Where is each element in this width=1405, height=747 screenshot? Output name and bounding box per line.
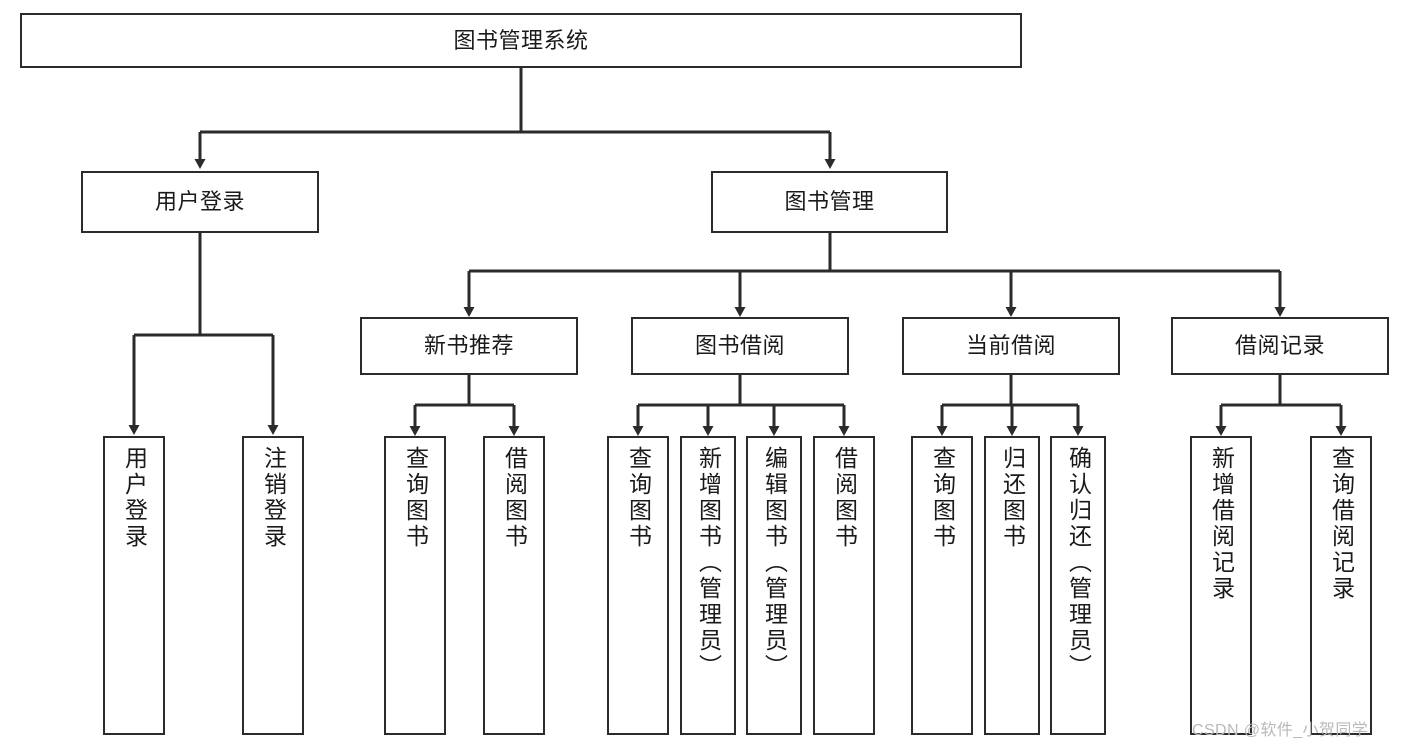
leaf-user-login[interactable]: 用户登录: [103, 436, 165, 735]
leaf-query-book-borrow-label: 查询图书: [625, 446, 652, 550]
leaf-query-book-recommend-label: 查询图书: [402, 446, 429, 550]
leaf-query-borrow-record-label: 查询借阅记录: [1328, 446, 1355, 602]
leaf-edit-book-admin-label: 编辑图书（管理员）: [761, 446, 788, 680]
leaf-edit-book-admin[interactable]: 编辑图书（管理员）: [746, 436, 802, 735]
leaf-query-book-borrow[interactable]: 查询图书: [607, 436, 669, 735]
leaf-borrow-book-recommend[interactable]: 借阅图书: [483, 436, 545, 735]
leaf-user-login-label: 用户登录: [121, 446, 148, 550]
node-borrow-record-label: 借阅记录: [1234, 333, 1325, 359]
leaf-query-borrow-record[interactable]: 查询借阅记录: [1310, 436, 1372, 735]
leaf-logout-label: 注销登录: [260, 446, 287, 550]
leaf-add-borrow-record-label: 新增借阅记录: [1208, 446, 1235, 602]
leaf-query-book-current[interactable]: 查询图书: [911, 436, 973, 735]
leaf-query-book-current-label: 查询图书: [929, 446, 956, 550]
leaf-borrow-book[interactable]: 借阅图书: [813, 436, 875, 735]
node-borrow-record[interactable]: 借阅记录: [1171, 317, 1389, 375]
node-new-book-recommend-label: 新书推荐: [423, 333, 514, 359]
node-root-label: 图书管理系统: [453, 27, 589, 53]
node-book-borrow-label: 图书借阅: [694, 333, 785, 359]
node-user-login-label: 用户登录: [154, 189, 245, 215]
node-current-borrow[interactable]: 当前借阅: [902, 317, 1120, 375]
leaf-confirm-return-admin-label: 确认归还（管理员）: [1065, 446, 1092, 680]
node-user-login[interactable]: 用户登录: [81, 171, 319, 233]
leaf-return-book-label: 归还图书: [999, 446, 1026, 550]
node-book-management-label: 图书管理: [784, 189, 875, 215]
leaf-borrow-book-recommend-label: 借阅图书: [501, 446, 528, 550]
leaf-add-borrow-record[interactable]: 新增借阅记录: [1190, 436, 1252, 735]
node-book-management[interactable]: 图书管理: [711, 171, 948, 233]
leaf-confirm-return-admin[interactable]: 确认归还（管理员）: [1050, 436, 1106, 735]
leaf-query-book-recommend[interactable]: 查询图书: [384, 436, 446, 735]
leaf-add-book-admin[interactable]: 新增图书（管理员）: [680, 436, 736, 735]
leaf-return-book[interactable]: 归还图书: [984, 436, 1040, 735]
node-new-book-recommend[interactable]: 新书推荐: [360, 317, 578, 375]
leaf-add-book-admin-label: 新增图书（管理员）: [695, 446, 722, 680]
leaf-logout[interactable]: 注销登录: [242, 436, 304, 735]
node-current-borrow-label: 当前借阅: [965, 333, 1056, 359]
node-book-borrow[interactable]: 图书借阅: [631, 317, 849, 375]
csdn-watermark: CSDN @软件_小贺同学: [1192, 722, 1369, 739]
node-root[interactable]: 图书管理系统: [20, 13, 1022, 68]
leaf-borrow-book-label: 借阅图书: [831, 446, 858, 550]
